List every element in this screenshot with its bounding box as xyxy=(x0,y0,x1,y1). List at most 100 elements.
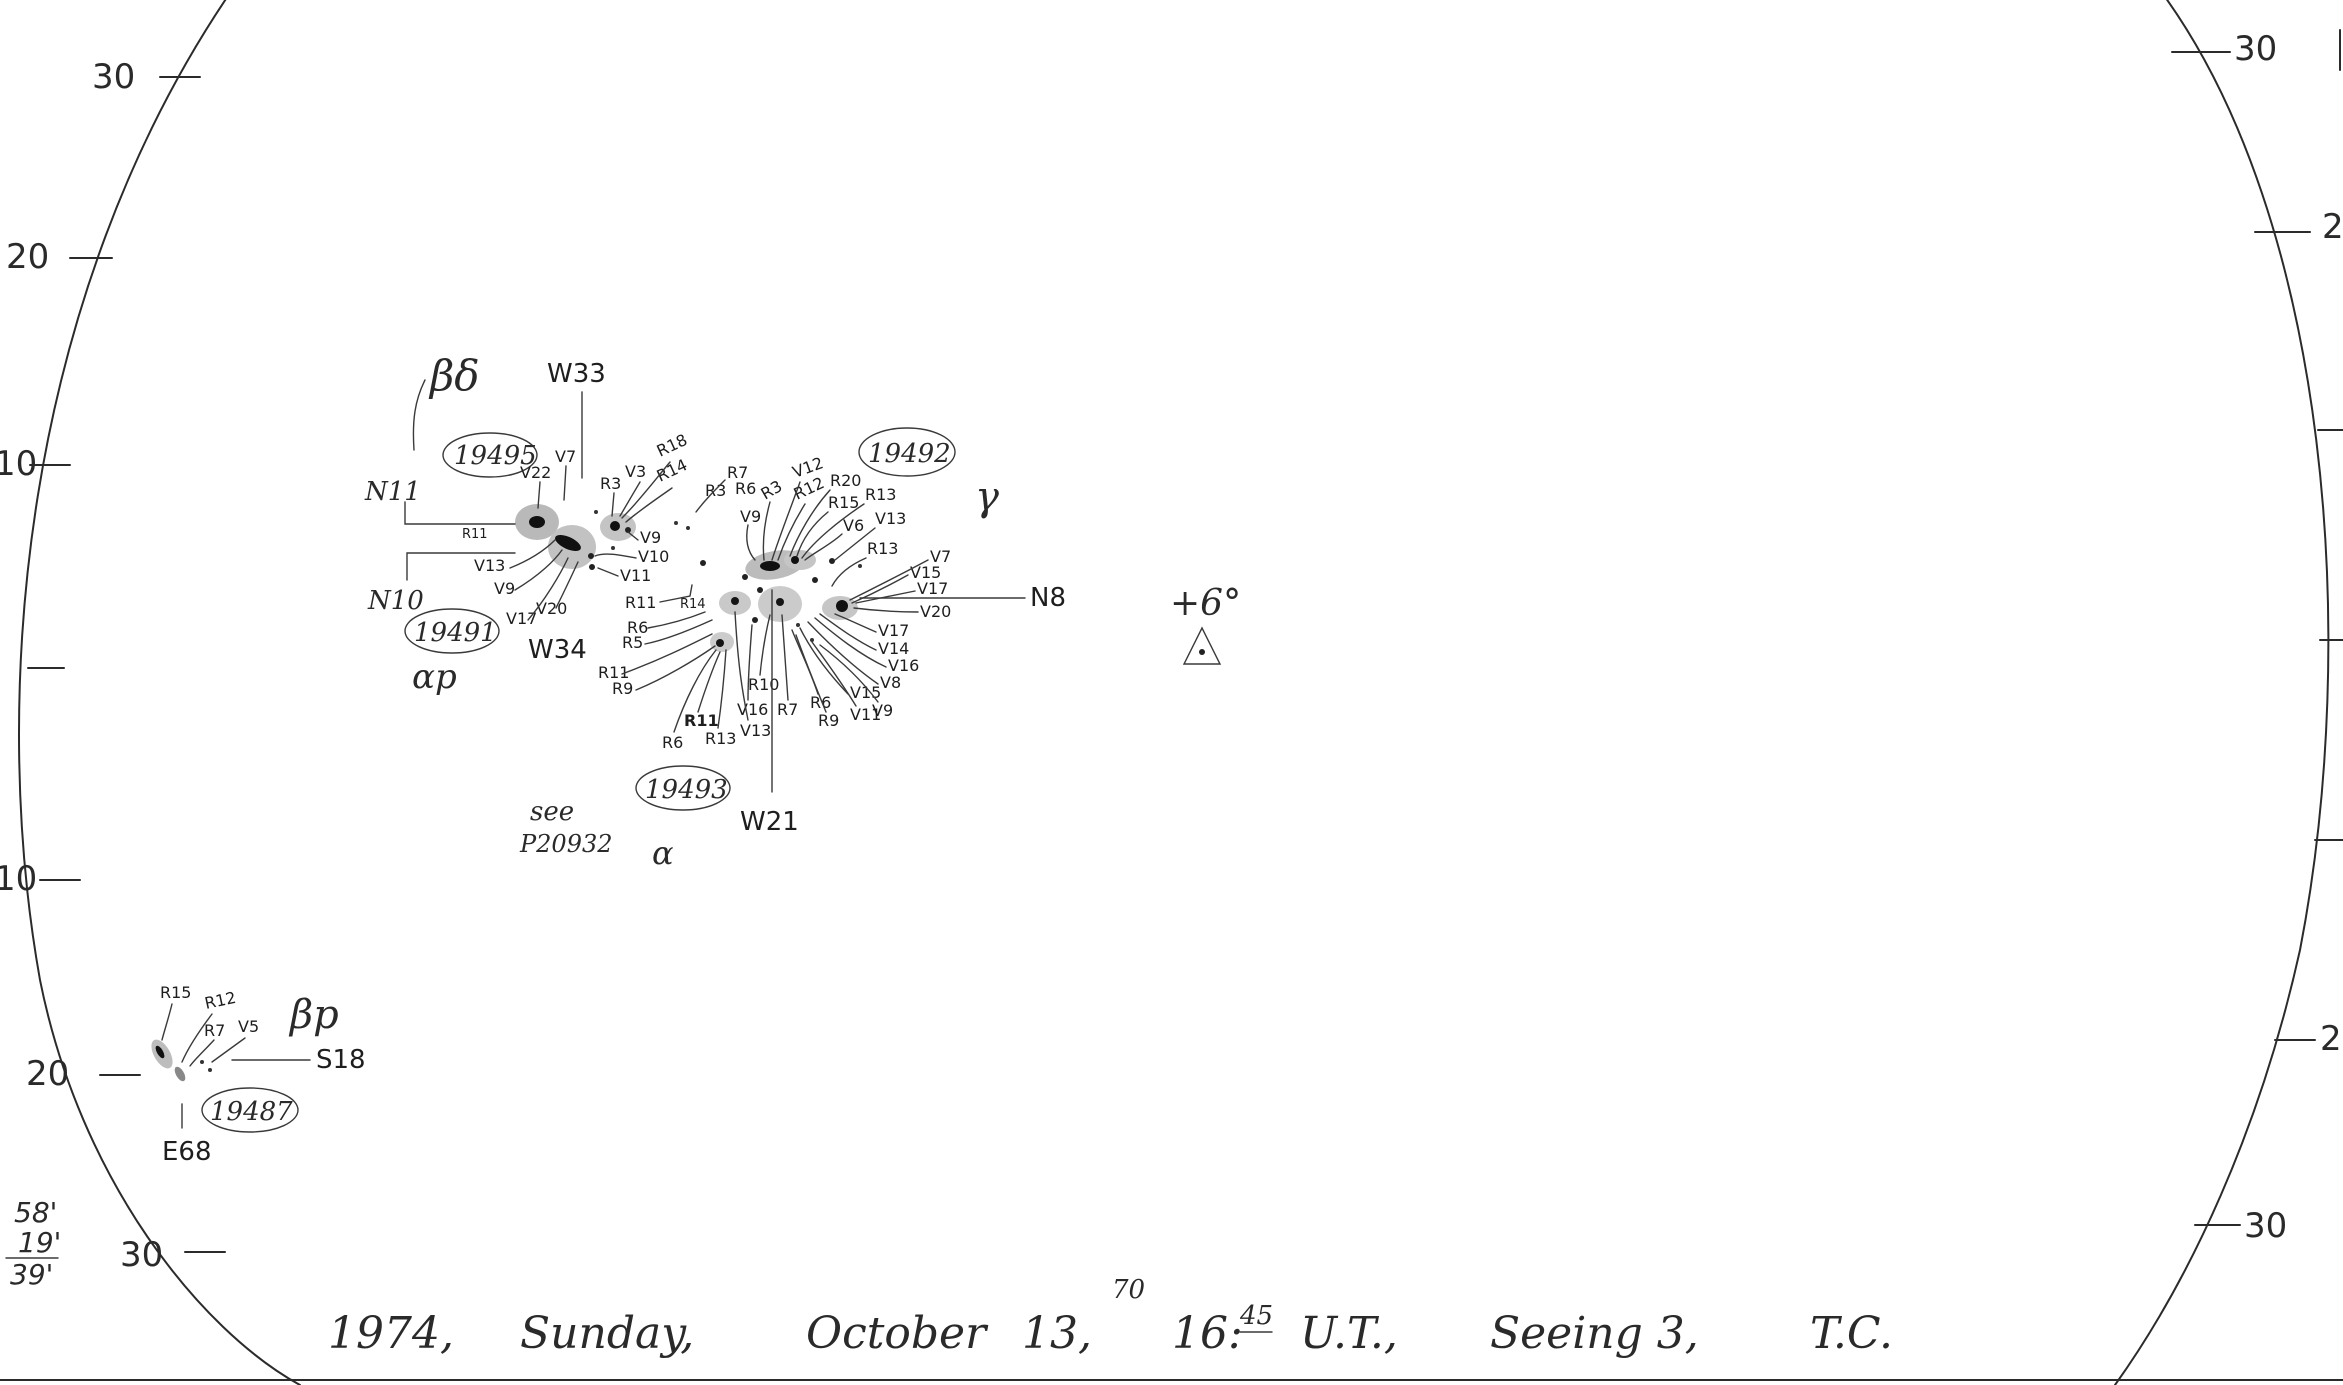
caption-ut: U.T., xyxy=(1300,1308,1398,1359)
spot-label: V17 xyxy=(917,579,948,598)
group-number-oval xyxy=(442,432,538,478)
spot-label: R15 xyxy=(828,493,859,512)
caption-month: October xyxy=(806,1308,989,1359)
class-label-alpha-p: αp xyxy=(412,657,457,697)
class-pointer xyxy=(412,379,426,451)
spot-label: R6 xyxy=(735,479,756,498)
spot-label: R11 xyxy=(462,527,488,542)
latitude-label-n8: N8 xyxy=(1030,583,1066,613)
class-label-beta-p: βp xyxy=(288,992,339,1038)
spot-label: V16 xyxy=(888,656,919,675)
spot-label: V17 xyxy=(506,609,537,628)
scale-label-left-20-bottom: 20 xyxy=(26,1054,69,1094)
sunspot-group-19492: 19492 γ N8 R7 R3 R6 V9 R3 V12 R12 R20 R1… xyxy=(598,427,1066,752)
pore xyxy=(686,526,690,530)
group-number-oval xyxy=(635,765,731,811)
class-label-gamma: γ xyxy=(975,474,999,520)
scale-label-left-20-top: 20 xyxy=(6,237,49,277)
spot-label: V9 xyxy=(494,579,515,598)
penumbra xyxy=(784,550,816,570)
solar-limb-left xyxy=(18,0,301,1385)
sunspot-group-19493: 19493 W21 see P20932 α xyxy=(519,589,799,872)
group-number-oval xyxy=(858,427,956,477)
group-number-19492: 19492 xyxy=(868,439,951,469)
spot-label: R14 xyxy=(680,597,706,612)
pore xyxy=(829,558,835,564)
spot-label: V22 xyxy=(520,463,551,482)
latitude-label-n11: N11 xyxy=(364,477,421,507)
pore xyxy=(796,623,800,627)
umbra xyxy=(555,534,581,552)
umbra xyxy=(836,600,848,612)
spot-label: R13 xyxy=(705,729,736,748)
spot-label: R3 xyxy=(758,476,786,503)
caption-day: Sunday, xyxy=(520,1308,694,1359)
class-label-beta-delta: βδ xyxy=(428,351,480,400)
scale-label-left-30-top: 30 xyxy=(92,57,135,97)
pore xyxy=(208,1068,212,1072)
scale-label-right-30-bottom: 30 xyxy=(2244,1206,2287,1246)
sunspot-group-19495: βδ W33 19495 N11 N10 V22 V7 R3 V3 R18 R1… xyxy=(364,351,690,665)
spot-label: V20 xyxy=(536,599,567,618)
spot-label: V11 xyxy=(620,566,651,585)
solar-limb-right xyxy=(2114,0,2330,1385)
group-number-oval xyxy=(404,608,500,654)
pore xyxy=(588,553,594,559)
pore xyxy=(594,510,598,514)
umbra xyxy=(610,521,620,531)
umbra xyxy=(155,1045,165,1059)
spot-label: V7 xyxy=(555,447,576,466)
pore xyxy=(752,617,758,623)
spot-label: V14 xyxy=(878,639,909,658)
spot-label: R12 xyxy=(203,988,238,1013)
margin-note-3: 39' xyxy=(10,1258,53,1291)
spot-label: V10 xyxy=(638,547,669,566)
caption-time-minutes: 45 xyxy=(1239,1301,1273,1331)
spot-label: R11 xyxy=(625,593,656,612)
group-number-19493: 19493 xyxy=(645,775,728,805)
right-latitude-scale: 30 2 2 30 xyxy=(2171,29,2343,1246)
margin-notes: 58' 19' 39' xyxy=(5,1196,61,1291)
spot-label: V9 xyxy=(740,507,761,526)
latitude-label-n10: N10 xyxy=(367,586,424,616)
spot-label: V11 xyxy=(850,705,881,724)
cross-reference-see: see xyxy=(530,797,574,827)
class-label-alpha: α xyxy=(652,834,674,872)
triangle-marker-icon xyxy=(1182,626,1222,665)
pore xyxy=(810,638,814,642)
left-latitude-scale: 30 20 10 10 20 30 xyxy=(0,57,226,1275)
spot-label: R6 xyxy=(662,733,683,752)
group-number-oval xyxy=(201,1087,299,1133)
umbra xyxy=(731,597,739,605)
orientation-angle: +6° xyxy=(1170,583,1241,624)
spot-label: R9 xyxy=(612,679,633,698)
spot-label: V3 xyxy=(625,462,646,481)
cross-reference-plate: P20932 xyxy=(519,830,613,858)
spot-label: R7 xyxy=(204,1021,225,1040)
pore xyxy=(625,527,631,533)
pore xyxy=(812,577,818,583)
spot-label: R14 xyxy=(654,455,691,486)
scale-label-left-10-bottom: 10 xyxy=(0,859,37,899)
spot-label: V6 xyxy=(843,516,864,535)
spot-label: V9 xyxy=(872,701,893,720)
umbra xyxy=(760,561,780,571)
sunspot-group-19487: R15 R12 R7 V5 βp S18 19487 E68 xyxy=(151,983,366,1167)
scale-label-right-2-top: 2 xyxy=(2322,207,2343,247)
pore xyxy=(200,1060,204,1064)
spot-label: R7 xyxy=(727,463,748,482)
margin-note-1: 58' xyxy=(14,1196,57,1229)
spot-label: V7 xyxy=(930,547,951,566)
observation-caption: 1974, Sunday, October 13, 70 16: 45 U.T.… xyxy=(328,1275,1893,1359)
caption-time-hour: 16: xyxy=(1172,1308,1243,1359)
umbra xyxy=(529,516,545,528)
longitude-label-e68: E68 xyxy=(162,1137,212,1167)
margin-note-2: 19' xyxy=(18,1226,61,1259)
spot-label: R5 xyxy=(622,633,643,652)
longitude-label-w33: W33 xyxy=(547,359,606,389)
pore xyxy=(589,564,595,570)
pore xyxy=(742,574,748,580)
caption-date: 13, xyxy=(1022,1308,1092,1359)
spot-label: R11 xyxy=(684,711,719,730)
